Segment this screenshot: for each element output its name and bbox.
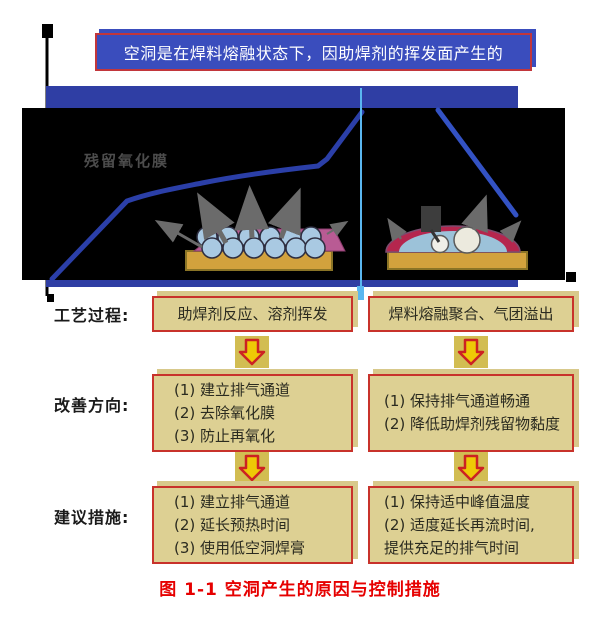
suggestion-left-box: (1) 建立排气通道 (2) 延长预热时间 (3) 使用低空洞焊膏 [152, 486, 353, 564]
suggestion-right-line: 提供充足的排气时间 [384, 538, 520, 557]
row-label-improvement: 改善方向: [54, 396, 130, 415]
suggestion-left-line: (2) 延长预热时间 [174, 515, 291, 534]
title-banner-text: 空洞是在焊料熔融状态下，因助焊剂的挥发面产生的 [123, 44, 504, 63]
top-blue-band [46, 86, 518, 108]
process-right-box: 焊料熔融聚合、气团溢出 [368, 296, 574, 332]
profile-curve-rising [49, 109, 365, 282]
improvement-left-box: (1) 建立排气通道 (2) 去除氧化膜 (3) 防止再氧化 [152, 374, 353, 452]
improvement-right-line: (1) 保持排气通道畅通 [384, 392, 531, 410]
suggestion-right-box: (1) 保持适中峰值温度 (2) 适度延长再流时间, 提供充足的排气时间 [368, 486, 574, 564]
suggestion-left-line: (1) 建立排气通道 [174, 492, 291, 511]
panel-corner-mark [566, 272, 576, 282]
title-banner: 空洞是在焊料熔融状态下，因助焊剂的挥发面产生的 [95, 33, 532, 71]
bottom-blue-band [46, 280, 518, 287]
row-label-process: 工艺过程: [54, 306, 130, 325]
profile-curve-falling [435, 107, 519, 218]
down-arrow-icon [235, 336, 269, 368]
improvement-left-line: (1) 建立排气通道 [174, 380, 291, 399]
process-left-text: 助焊剂反应、溶剂挥发 [177, 304, 328, 323]
gas-escape-arrow-icons [387, 194, 522, 243]
solder-paste-illustration [154, 185, 349, 271]
void-bubble-small [430, 234, 450, 254]
molten-solder-illustration [385, 194, 528, 270]
reflow-profile-chart [22, 24, 576, 302]
down-arrow-icon [454, 336, 488, 368]
solder-balls [196, 226, 326, 259]
down-arrow-icon [235, 452, 269, 484]
peak-reference-line [357, 88, 364, 300]
down-arrow-icon [454, 452, 488, 484]
y-axis-cap [42, 24, 53, 38]
improvement-right-line: (2) 降低助焊剂残留物黏度 [384, 415, 561, 433]
figure-caption: 图 1-1 空洞产生的原因与控制措施 [159, 580, 441, 600]
process-right-text: 焊料熔融聚合、气团溢出 [388, 304, 554, 323]
y-axis-foot [47, 294, 54, 302]
suggestion-right-line: (2) 适度延长再流时间, [384, 515, 535, 534]
improvement-left-line: (2) 去除氧化膜 [174, 403, 276, 422]
suggestion-right-line: (1) 保持适中峰值温度 [384, 492, 531, 511]
row-label-suggestion: 建议措施: [54, 508, 130, 527]
suggestion-left-line: (3) 使用低空洞焊膏 [174, 538, 306, 557]
outgassing-arrow-icons [154, 185, 349, 249]
process-left-box: 助焊剂反应、溶剂挥发 [152, 296, 353, 332]
substrate-right [387, 251, 528, 270]
improvement-right-box: (1) 保持排气通道畅通 (2) 降低助焊剂残留物黏度 [368, 374, 574, 452]
void-pointer-line [429, 229, 441, 243]
improvement-left-line: (3) 防止再氧化 [174, 426, 276, 445]
residue-oxide-label: 残留氧化膜 [84, 152, 170, 170]
void-pointer-tag [421, 206, 441, 232]
void-bubble-large [453, 226, 481, 254]
